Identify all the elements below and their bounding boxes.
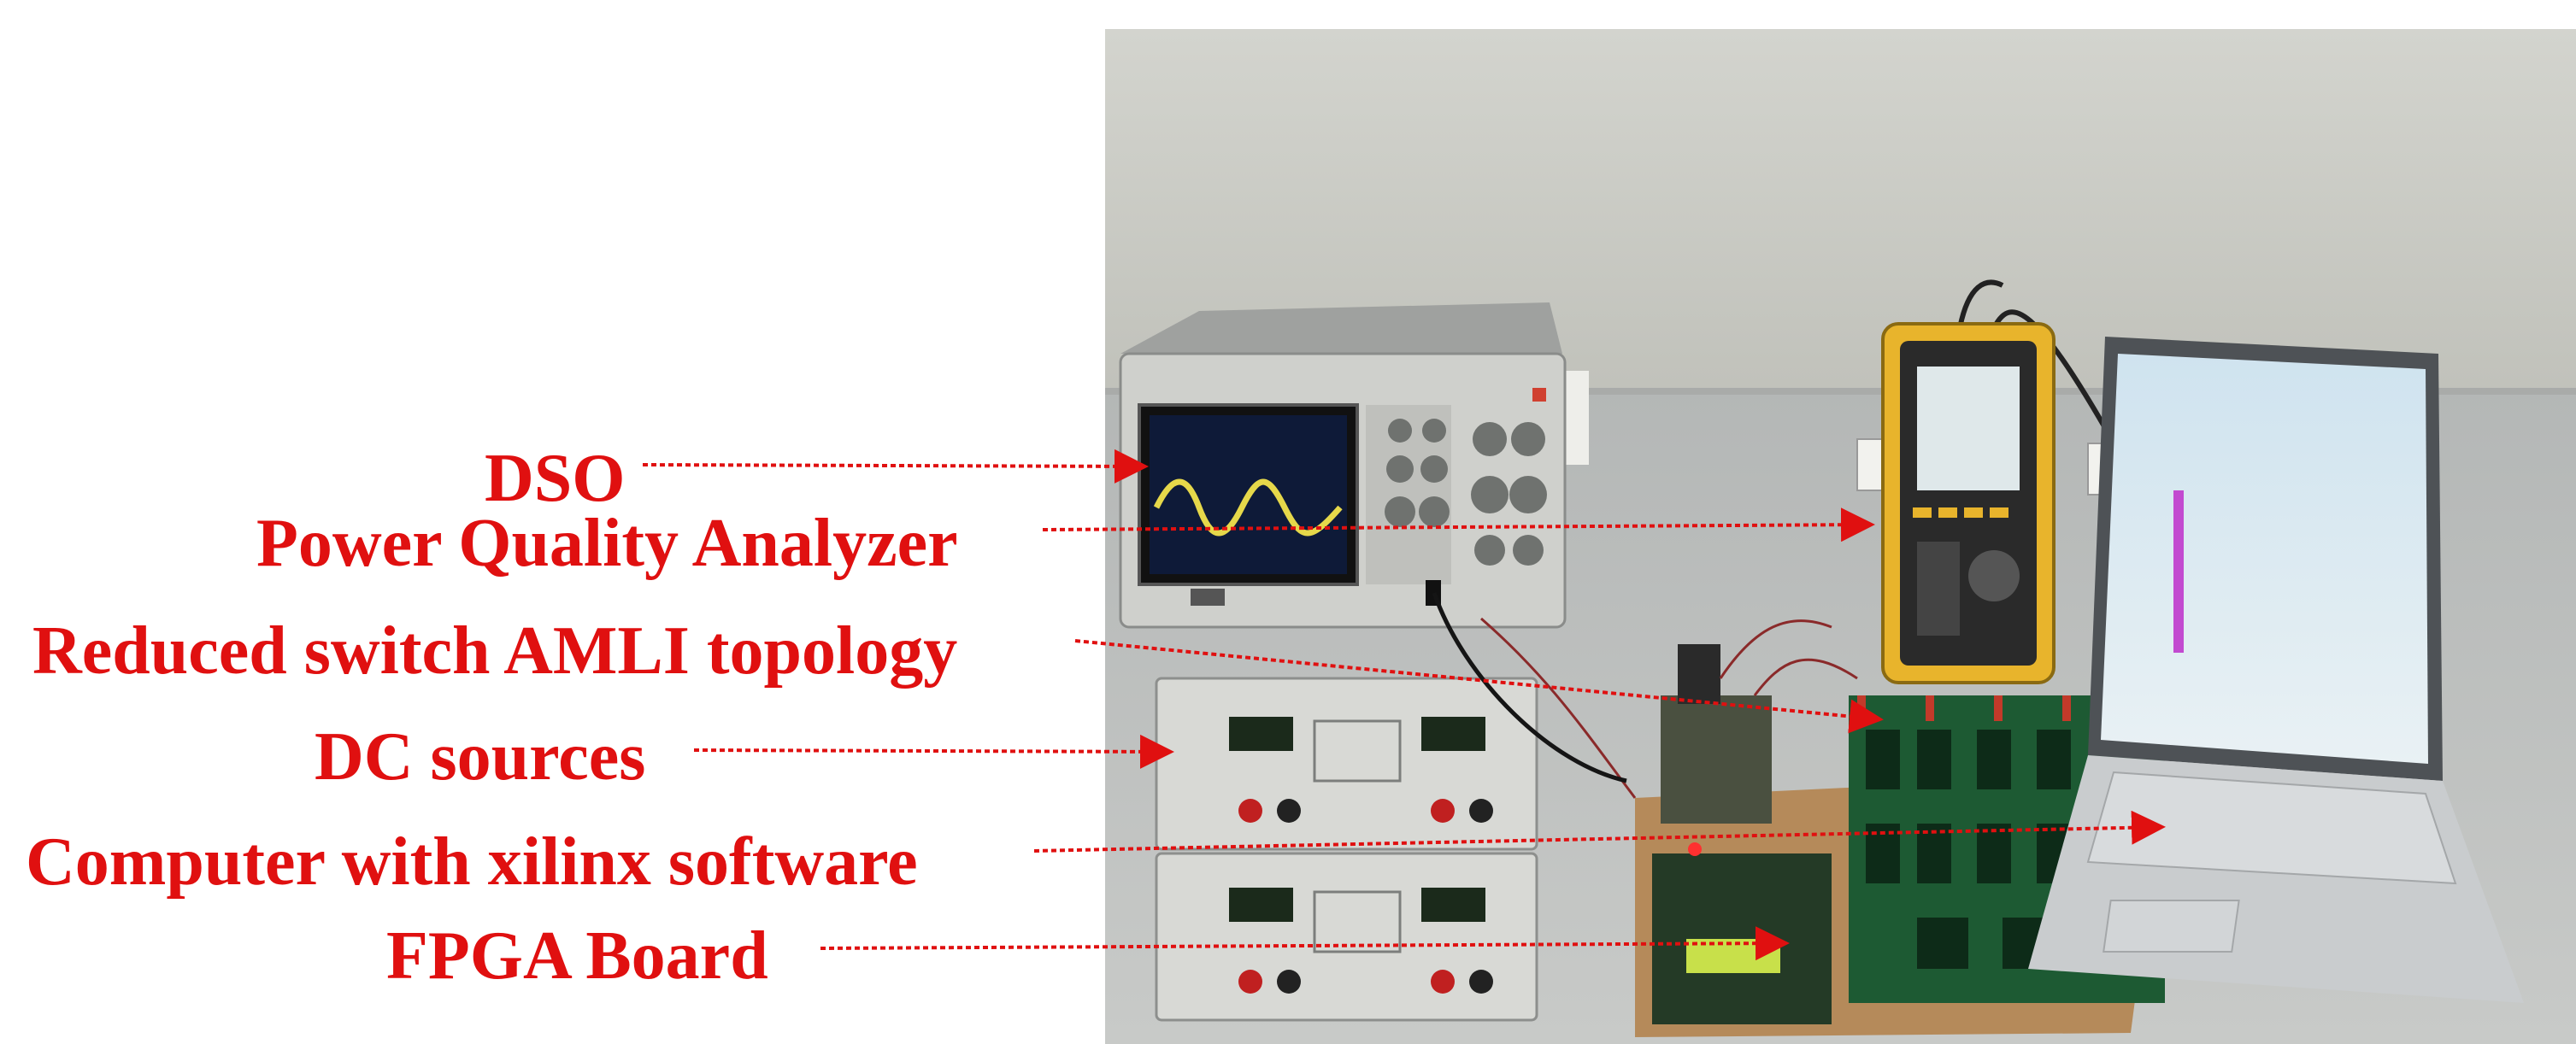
table-edge xyxy=(1105,388,2576,395)
dc-source-upper xyxy=(1155,677,1538,851)
laptop xyxy=(2028,337,2524,1003)
arrow-dso xyxy=(642,449,1149,484)
arrow-dc-sources xyxy=(693,734,1174,769)
setup-photo-drawing xyxy=(1105,29,2576,1044)
fpga-board xyxy=(1652,842,1832,1024)
dso-device xyxy=(1119,302,1567,629)
label-power-quality-analyzer: Power Quality Analyzer xyxy=(256,506,958,581)
dc-source-lower xyxy=(1155,852,1538,1022)
label-fpga-board: FPGA Board xyxy=(386,918,768,994)
label-computer: Computer with xilinx software xyxy=(26,824,918,900)
setup-photo xyxy=(1105,29,2576,1044)
label-dso: DSO xyxy=(485,441,626,516)
label-amli-topology: Reduced switch AMLI topology xyxy=(32,613,958,689)
power-quality-analyzer xyxy=(1881,279,2133,684)
label-dc-sources: DC sources xyxy=(315,719,646,795)
